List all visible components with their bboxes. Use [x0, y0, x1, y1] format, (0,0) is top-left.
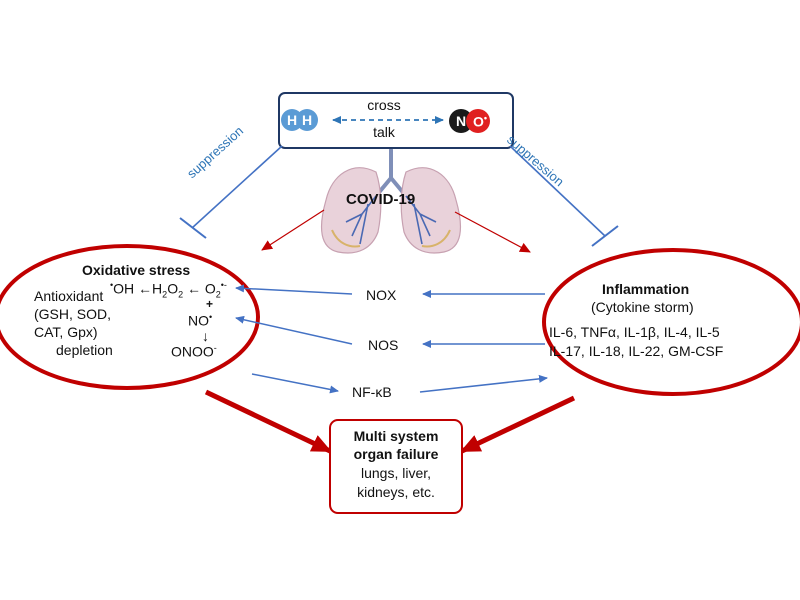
antioxidant-line-4: depletion — [56, 342, 113, 358]
oxidative-to-mof-arrow — [204, 389, 332, 454]
multi-organ-failure-box — [329, 419, 463, 514]
mof-organs-line-1: lungs, liver, — [360, 465, 432, 481]
h-atom-label-right: H — [302, 112, 313, 128]
covid-arrow-left — [261, 209, 325, 251]
antioxidant-line-3: CAT, Gpx) — [34, 324, 98, 340]
inflammation-ellipse — [542, 248, 800, 396]
peroxynitrite-label: ONOO- — [171, 343, 217, 360]
nox-label: NOX — [366, 287, 397, 303]
oxidative-stress-title: Oxidative stress — [82, 262, 191, 278]
nfkb-arrow-right — [419, 374, 548, 393]
ros-equation: •OH ←H2O2 ← O2•- — [110, 280, 227, 300]
oxidative-stress-ellipse — [0, 244, 260, 390]
cross-label: cross — [367, 97, 401, 113]
nfkb-label: NF-κB — [352, 384, 392, 400]
suppression-bar-left — [179, 217, 207, 239]
cytokines-line-1: IL-6, TNFα, IL-1β, IL-4, IL-5 — [549, 324, 720, 340]
mof-title-line-2: organ failure — [353, 446, 439, 462]
mof-organs-line-2: kidneys, etc. — [357, 484, 435, 500]
antioxidant-line-1: Antioxidant — [34, 288, 104, 304]
inflammation-title: Inflammation — [602, 281, 690, 297]
covid-arrow-right — [454, 211, 531, 253]
lungs-icon — [320, 148, 462, 254]
suppression-bar-right — [591, 225, 619, 247]
cytokine-storm-label: (Cytokine storm) — [591, 299, 694, 315]
h-atom-label-left: H — [287, 112, 298, 128]
n-atom — [449, 109, 473, 133]
inflammation-to-mof-arrow — [460, 395, 576, 454]
nfkb-arrow-left — [251, 373, 339, 394]
plus-sign: + — [206, 297, 214, 311]
cytokines-line-2: IL-17, IL-18, IL-22, GM-CSF — [549, 343, 724, 359]
h-atom-right — [296, 109, 318, 131]
nos-label: NOS — [368, 337, 399, 353]
nox-arrow-left — [235, 284, 353, 295]
talk-label: talk — [373, 124, 395, 140]
no-radical-label: NO• — [188, 312, 213, 329]
suppression-line-left — [191, 145, 283, 229]
antioxidant-line-2: (GSH, SOD, — [34, 306, 112, 322]
mof-title-line-1: Multi system — [353, 428, 439, 444]
o-atom-label: O• — [473, 113, 488, 130]
down-arrow: ↓ — [202, 328, 209, 344]
nos-arrow-left — [235, 315, 353, 345]
n-atom-label: N — [456, 113, 467, 129]
o-atom — [466, 109, 490, 133]
covid-19-label: COVID-19 — [346, 191, 416, 208]
suppression-line-right — [509, 145, 606, 237]
